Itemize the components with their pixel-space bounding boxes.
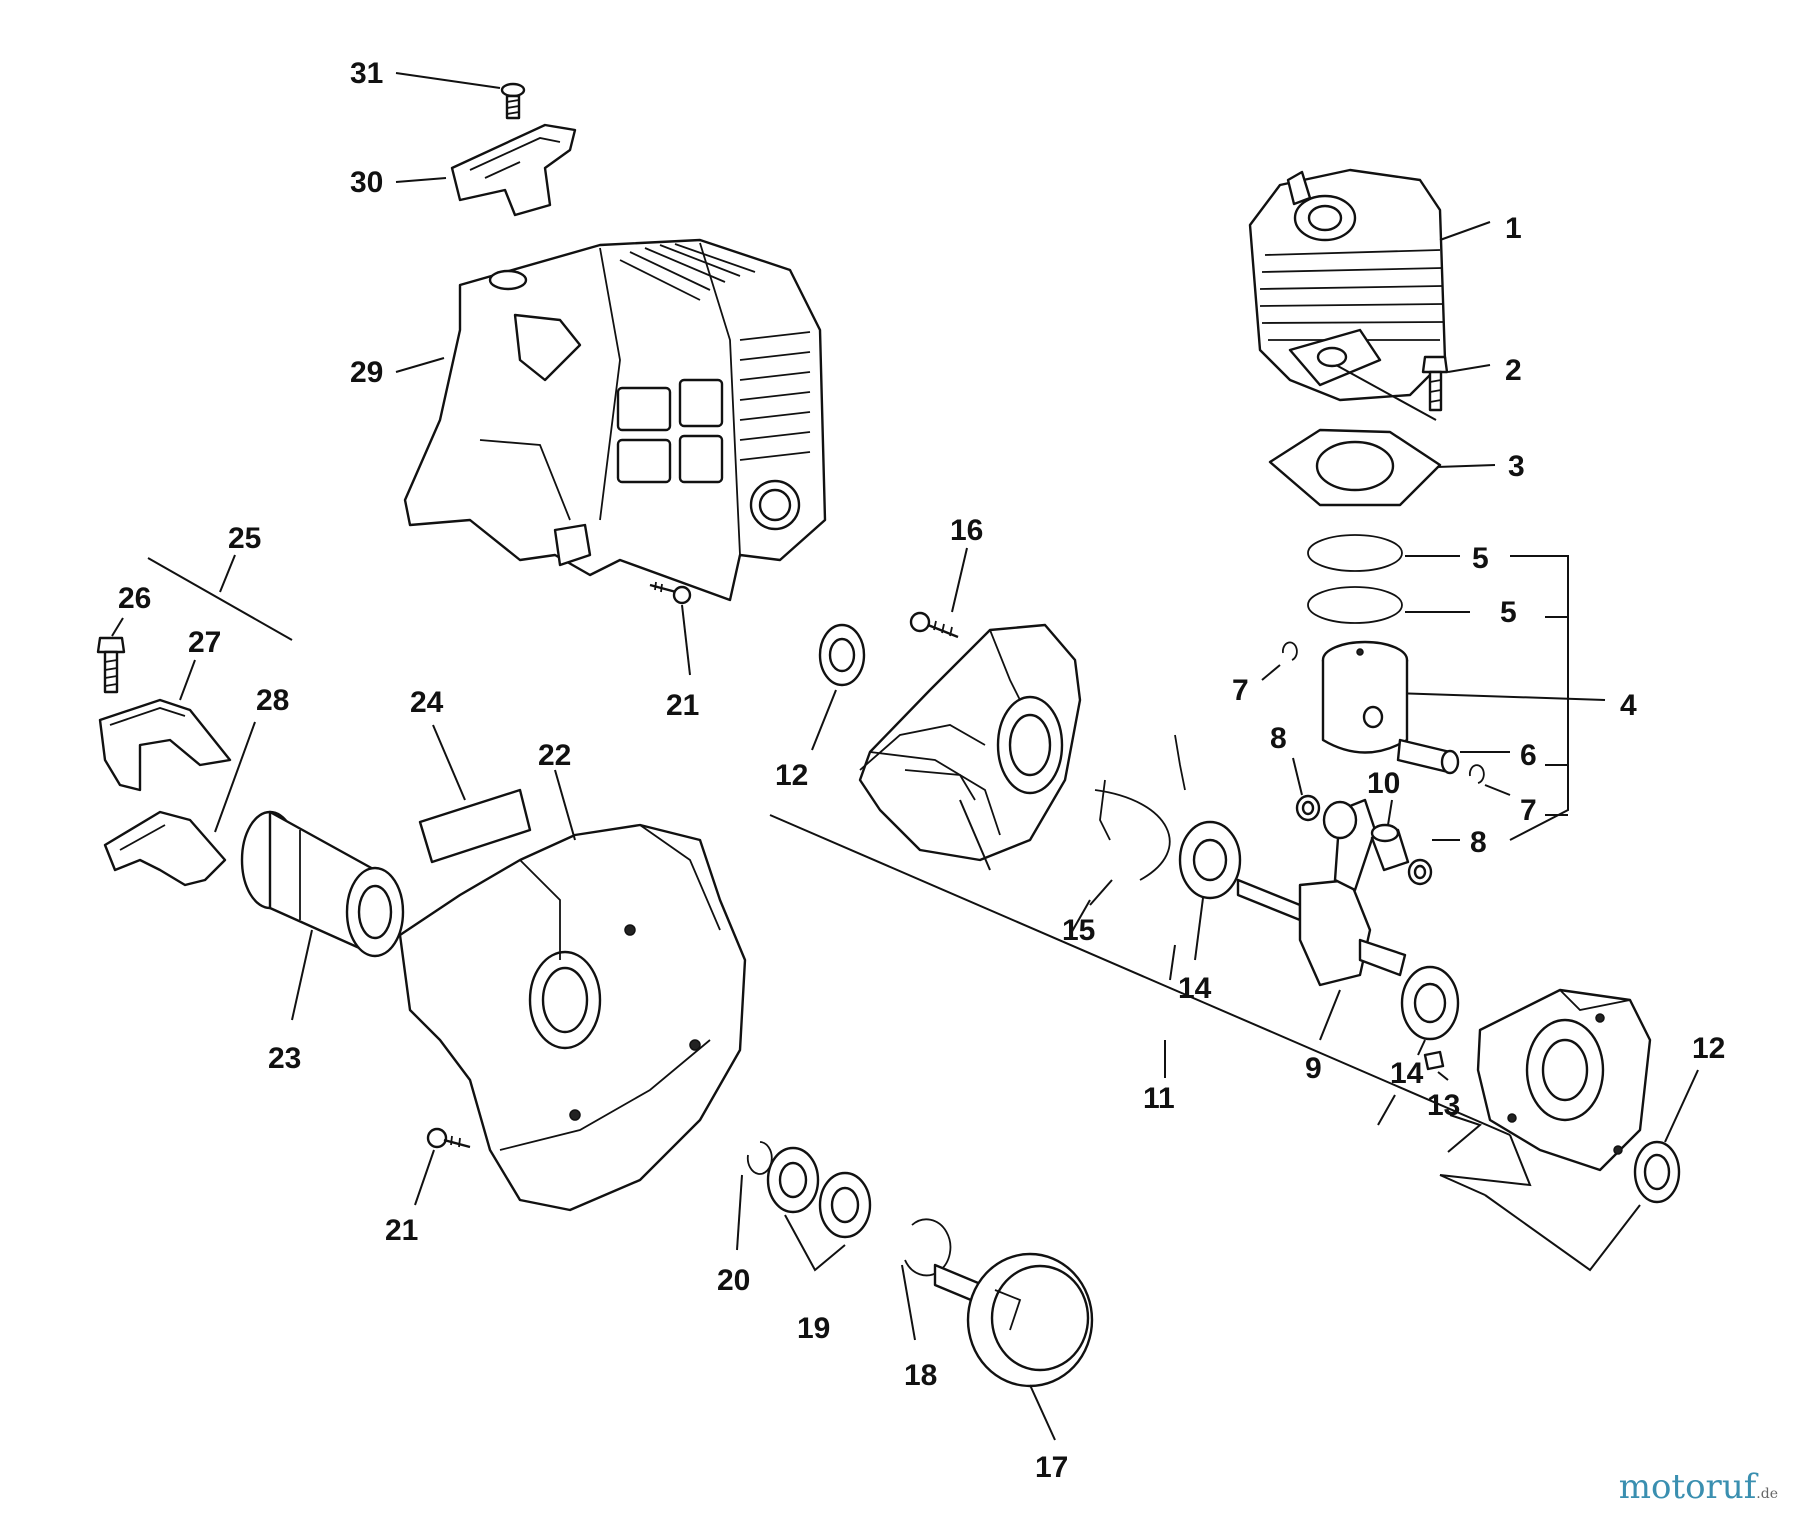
part-15-gasket[interactable] [1094, 734, 1186, 881]
part-11-crankcase-left[interactable] [858, 623, 1082, 862]
label-5-upper: 5 [1472, 542, 1489, 575]
label-23: 23 [268, 1042, 301, 1075]
part-26-bolt[interactable] [96, 636, 126, 694]
label-30: 30 [350, 166, 383, 199]
part-12-seal-right[interactable] [1633, 1140, 1681, 1204]
part-7-circlip-upper[interactable] [1282, 641, 1298, 661]
part-8-washer-left[interactable] [1295, 794, 1321, 822]
label-12-upper: 12 [775, 759, 808, 792]
part-3-gasket[interactable] [1268, 428, 1442, 507]
part-5-piston-ring-lower[interactable] [1307, 586, 1403, 624]
label-22: 22 [538, 739, 571, 772]
label-8-left: 8 [1270, 722, 1287, 755]
label-28: 28 [256, 684, 289, 717]
part-5-piston-ring-upper[interactable] [1307, 534, 1403, 572]
part-22-fan-housing[interactable] [398, 823, 747, 1212]
part-16-screw[interactable] [909, 611, 959, 639]
label-20: 20 [717, 1264, 750, 1297]
part-17-clutch-drum[interactable] [933, 1252, 1094, 1388]
part-28-clamp-lower[interactable] [103, 810, 227, 887]
label-5-lower: 5 [1500, 596, 1517, 629]
label-16: 16 [950, 514, 983, 547]
label-26: 26 [118, 582, 151, 615]
label-4: 4 [1620, 689, 1637, 722]
label-11: 11 [1143, 1082, 1175, 1115]
part-11-crankcase-right[interactable] [1476, 988, 1652, 1172]
part-9-crankshaft[interactable] [1236, 798, 1407, 987]
label-1: 1 [1505, 212, 1522, 245]
part-14-bearing-left[interactable] [1178, 820, 1242, 900]
label-21-upper: 21 [666, 689, 699, 722]
part-24-label[interactable] [418, 788, 532, 864]
label-7-upper: 7 [1232, 674, 1249, 707]
part-12-seal-upper[interactable] [818, 623, 866, 687]
label-27: 27 [188, 626, 221, 659]
part-18-snap-ring[interactable] [904, 1218, 952, 1277]
part-31-screw[interactable] [500, 82, 526, 120]
part-10-needle-bearing[interactable] [1370, 823, 1410, 872]
label-6: 6 [1520, 739, 1537, 772]
label-3: 3 [1508, 450, 1525, 483]
part-7-circlip-lower[interactable] [1468, 764, 1485, 784]
label-8-right: 8 [1470, 826, 1487, 859]
label-17: 17 [1035, 1451, 1068, 1484]
part-19-bearings[interactable] [766, 1146, 872, 1239]
label-25: 25 [228, 522, 261, 555]
part-4-piston[interactable] [1321, 640, 1409, 754]
part-29-engine-cover[interactable] [403, 238, 827, 602]
part-14-bearing-right[interactable] [1400, 965, 1460, 1041]
part-1-cylinder[interactable] [1248, 168, 1447, 402]
part-2-bolt[interactable] [1421, 355, 1449, 412]
label-12-right: 12 [1692, 1032, 1725, 1065]
label-19: 19 [797, 1312, 830, 1345]
label-9: 9 [1305, 1052, 1322, 1085]
part-30-cover[interactable] [450, 123, 577, 217]
part-27-clamp-upper[interactable] [98, 698, 232, 792]
part-21-screw-upper[interactable] [649, 581, 692, 605]
part-6-piston-pin[interactable] [1396, 738, 1460, 775]
label-7-lower: 7 [1520, 794, 1537, 827]
part-8-washer-right[interactable] [1407, 858, 1433, 886]
label-2: 2 [1505, 354, 1522, 387]
watermark: motoruf.de [1618, 1467, 1778, 1507]
part-13-dowel-pin[interactable] [1423, 1050, 1445, 1071]
part-20-circlip[interactable] [746, 1141, 773, 1175]
part-23-drive-tube[interactable] [240, 810, 405, 958]
label-14-left: 14 [1178, 972, 1212, 1005]
label-18: 18 [904, 1359, 937, 1392]
label-24: 24 [410, 686, 444, 719]
label-10: 10 [1367, 767, 1400, 800]
part-21-screw-lower[interactable] [426, 1127, 471, 1149]
label-31: 31 [350, 57, 383, 90]
label-29: 29 [350, 356, 383, 389]
label-21-lower: 21 [385, 1214, 418, 1247]
